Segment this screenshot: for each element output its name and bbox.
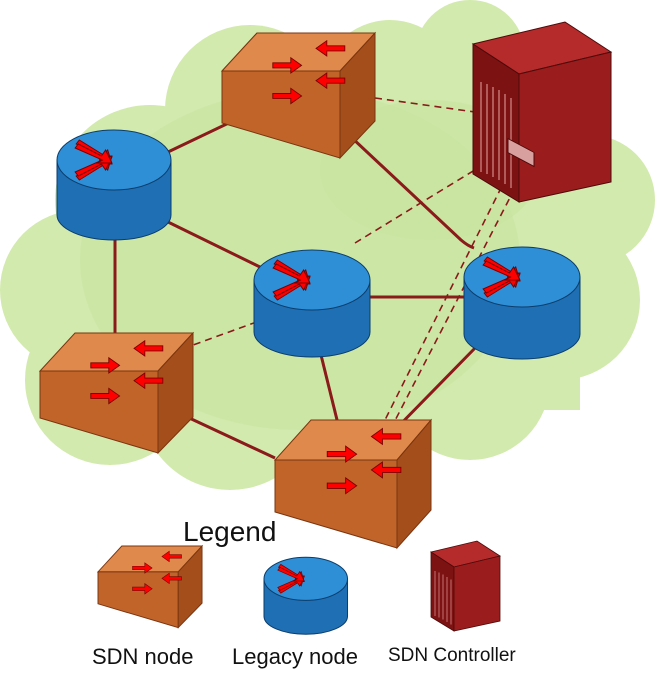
link-sdn-bottom-controller-a <box>374 179 506 441</box>
legend-legacy-icon <box>263 556 349 635</box>
link-sdn-bottom-controller-b <box>384 181 519 441</box>
switch-arrows-icon <box>90 339 164 405</box>
legend-label-sdn-controller: SDN Controller <box>388 645 516 666</box>
link-sdn-top-legacy-right <box>333 120 475 250</box>
router-arrows-icon <box>74 139 113 181</box>
link-legacy-center-controller <box>354 167 479 244</box>
switch-arrows-icon <box>272 39 346 105</box>
sdn-node-top[interactable] <box>220 31 377 160</box>
legend-sdn-icon <box>96 544 204 629</box>
router-arrows-icon <box>482 256 521 298</box>
legacy-node-left[interactable] <box>56 129 172 241</box>
sdn-controller[interactable] <box>471 21 613 203</box>
switch-arrows-icon <box>326 427 402 495</box>
legend-title: Legend <box>183 516 277 547</box>
sdn-node-left[interactable] <box>38 331 195 455</box>
sdn-node-bottom[interactable] <box>273 418 433 550</box>
router-arrows-icon <box>272 259 311 301</box>
legacy-node-right[interactable] <box>463 246 581 360</box>
link-legacy-left-legacy-center <box>167 220 263 270</box>
link-sdn-top-controller <box>374 97 476 113</box>
link-legacy-center-sdn-bottom <box>319 354 342 433</box>
link-legacy-left-sdn-top <box>167 118 236 154</box>
link-sdn-left-sdn-bottom <box>184 414 276 460</box>
legend-label-sdn-node: SDN node <box>92 644 194 669</box>
legacy-node-center[interactable] <box>253 249 371 358</box>
legend-label-legacy-node: Legacy node <box>232 644 358 669</box>
legend-controller-icon <box>430 540 501 632</box>
